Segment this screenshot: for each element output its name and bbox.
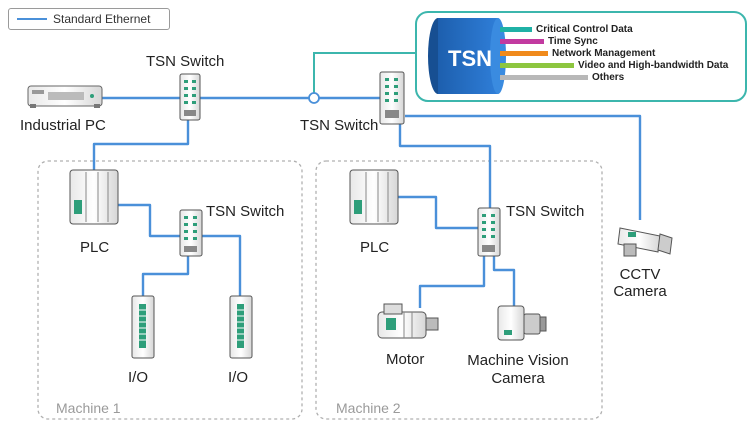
link-switch4-motor (418, 253, 486, 308)
legend: Standard Ethernet (8, 8, 170, 30)
tsn-switch-machine1-icon (179, 209, 203, 257)
tsn-switch-top-center-icon (379, 71, 405, 125)
io-left-label: I/O (128, 369, 149, 386)
switch-top-left-label: TSN Switch (146, 53, 225, 70)
machine-vision-camera-label: Machine Vision Camera (467, 352, 569, 387)
link-plc1-switch3 (118, 203, 182, 238)
switch-top-center-label: TSN Switch (300, 117, 379, 134)
switch-machine1-label: TSN Switch (206, 203, 285, 220)
io-left-icon (131, 295, 155, 359)
machine2-group-box (315, 160, 603, 420)
traffic-stripe-others (500, 75, 588, 80)
link-switch3-io2 (200, 234, 242, 296)
motor-icon (377, 303, 439, 339)
traffic-label-others: Others (592, 72, 625, 83)
link-switch1-plc1 (92, 120, 190, 170)
traffic-label-timesync: Time Sync (548, 36, 598, 47)
motor-label: Motor (386, 351, 425, 368)
cctv-camera-label: CCTV Camera (613, 266, 667, 300)
tsn-switch-machine2-icon (477, 207, 501, 257)
plc-machine2-label: PLC (360, 239, 390, 256)
tsn-title: TSN (448, 46, 492, 71)
tsn-panel-connector (313, 52, 416, 98)
switch-machine2-label: TSN Switch (506, 203, 585, 220)
link-switch3-io1 (141, 255, 190, 296)
plc-machine1-icon (69, 169, 119, 225)
machine1-group-box (37, 160, 303, 420)
legend-label: Standard Ethernet (53, 12, 151, 26)
backbone-junction (308, 92, 320, 104)
plc-machine1-label: PLC (80, 239, 110, 256)
link-switch2-cctv (405, 114, 642, 220)
industrial-pc-icon (27, 85, 103, 108)
traffic-label-netmgmt: Network Management (552, 48, 656, 59)
io-right-icon (229, 295, 253, 359)
traffic-stripe-critical (500, 27, 532, 32)
tsn-tube-body (438, 18, 498, 94)
machine2-group-label: Machine 2 (336, 400, 401, 416)
traffic-stripe-netmgmt (500, 51, 548, 56)
traffic-label-critical: Critical Control Data (536, 24, 633, 35)
machine-vision-camera-icon (497, 305, 547, 341)
machine1-group-label: Machine 1 (56, 400, 121, 416)
plc-machine2-icon (349, 169, 399, 225)
industrial-pc-label: Industrial PC (20, 117, 106, 134)
io-right-label: I/O (228, 369, 249, 386)
link-switch4-camera (492, 253, 516, 306)
traffic-label-video: Video and High-bandwidth Data (578, 60, 729, 71)
tsn-switch-top-left-icon (179, 73, 201, 121)
cctv-camera-icon (617, 227, 673, 257)
link-plc2-switch4 (398, 195, 478, 230)
traffic-stripe-timesync (500, 39, 544, 44)
legend-line-icon (17, 18, 47, 20)
traffic-stripe-video (500, 63, 574, 68)
link-switch2-machine2 (398, 124, 492, 210)
